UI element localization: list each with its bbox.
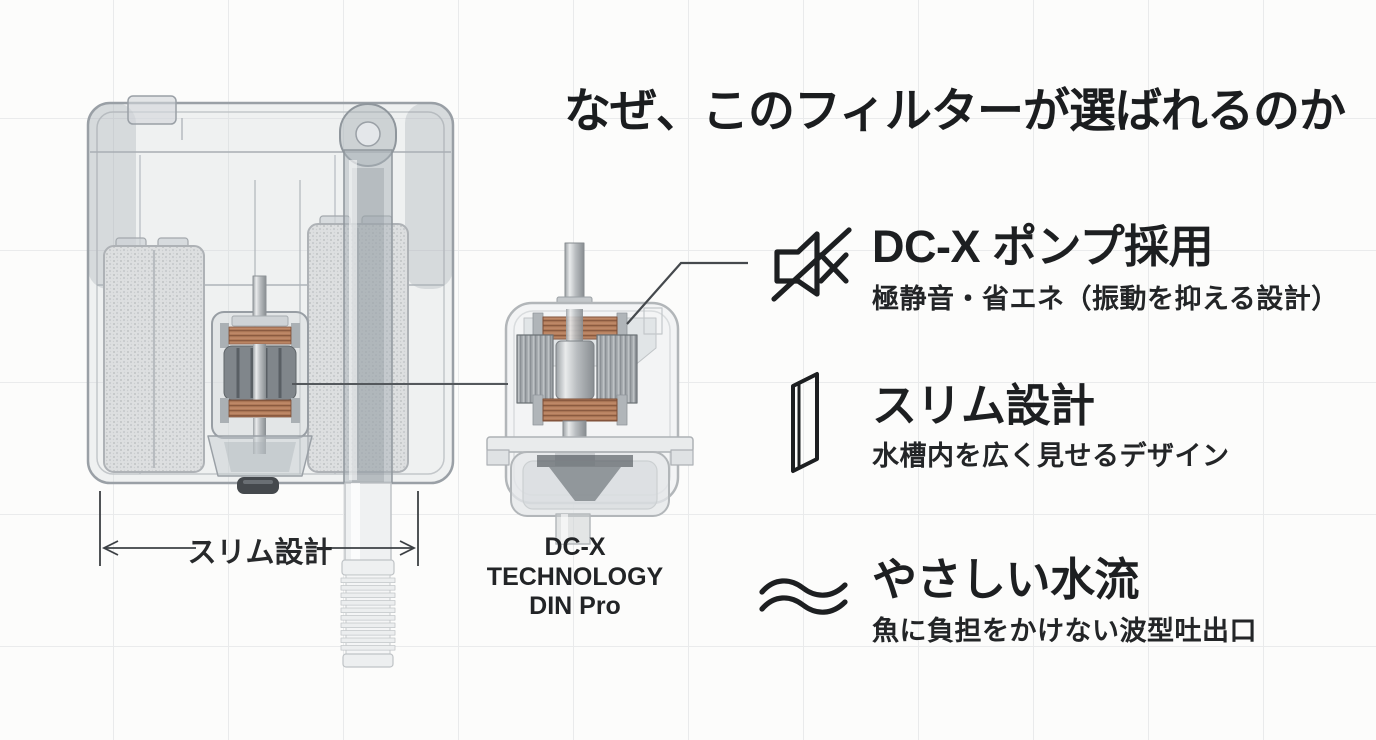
motor-caption-line1: DC-X TECHNOLOGY (486, 533, 664, 591)
feature-heading: DC-X ポンプ採用 (872, 221, 1214, 272)
page-title: なぜ、このフィルターが選ばれるのか (564, 84, 1346, 137)
motor-cutaway-illustration (486, 242, 694, 545)
feature-heading: やさしい水流 (872, 554, 1140, 605)
slim-dimension-label: スリム設計 (187, 537, 333, 569)
filter-cutaway-illustration (86, 95, 455, 668)
slim-panel-icon (791, 372, 819, 473)
gentle-waves-icon (759, 578, 848, 615)
motor-caption-line2: DIN Pro (529, 592, 621, 620)
intake-tube (339, 103, 397, 484)
intake-strainer (340, 482, 396, 668)
callout-lines (292, 261, 748, 385)
callout-line-motor-feature (626, 261, 748, 325)
left-filter-cartridge (103, 237, 205, 473)
dimension-arrow (99, 491, 419, 566)
filter-pump (207, 275, 313, 494)
feature-description: 水槽内を広く見せるデザイン (872, 441, 1230, 471)
feature-heading: スリム設計 (872, 380, 1095, 431)
muted-speaker-icon (771, 227, 852, 302)
feature-description: 極静音・省エネ（振動を抑える設計） (872, 284, 1339, 314)
motor-caption: DC-X TECHNOLOGY DIN Pro (455, 533, 695, 622)
feature-description: 魚に負担をかけない波型吐出口 (872, 616, 1257, 646)
